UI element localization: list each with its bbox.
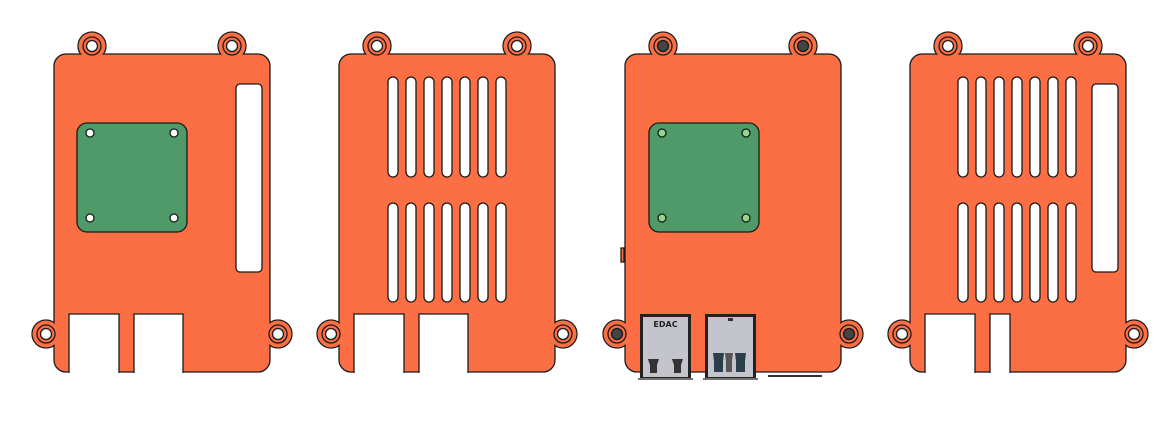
vent-slot [993,76,1005,178]
vent-slot [1011,202,1023,303]
fan-screw-hole [741,128,751,138]
vent-slot [1065,76,1077,178]
mounting-hole [796,39,810,53]
vent-slot [1047,76,1059,178]
usb-contact [648,359,659,373]
vent-slot [993,202,1005,303]
vent-slot [975,76,987,178]
fan-mount-pad [648,122,760,233]
connector-cutout [353,313,405,373]
port-contact [725,353,733,372]
fan-screw-hole [169,128,179,138]
vent-slot [477,202,489,303]
mounting-hole [324,327,338,341]
gpio-slot [1091,83,1119,273]
mounting-hole [510,39,524,53]
vent-slot [975,202,987,303]
vent-slot [957,76,969,178]
mounting-hole [39,327,53,341]
vent-slot [423,202,435,303]
gpio-slot [235,83,263,273]
mounting-hole [610,327,624,341]
plate-vented-with-slot [887,31,1149,373]
fan-screw-hole [85,128,95,138]
mounting-hole [1127,327,1141,341]
connector-cutout [989,313,1011,373]
mounting-hole [941,39,955,53]
port-contact [735,353,746,372]
vent-slot [1065,202,1077,303]
mounting-hole [271,327,285,341]
vent-slot [405,76,417,178]
fan-screw-hole [741,213,751,223]
plate-top-with-fan-mount [31,31,293,373]
vent-slot [1029,202,1041,303]
mounting-hole [556,327,570,341]
vent-slot [387,76,399,178]
vent-slot [387,202,399,303]
vent-slot [495,76,507,178]
connector-cutout [68,313,120,373]
mounting-hole [85,39,99,53]
vent-slot [957,202,969,303]
usb-label: EDAC [653,320,677,329]
connector-cutout [924,313,976,373]
vent-slot [495,202,507,303]
fan-screw-hole [657,213,667,223]
usb-contact [672,359,683,373]
port-contact [713,353,724,372]
mounting-hole [1081,39,1095,53]
mounting-hole [895,327,909,341]
vent-slot [423,76,435,178]
plate-vented [316,31,578,373]
side-tab [620,247,625,263]
mounting-hole [656,39,670,53]
connector-cutout [133,313,184,373]
connector-cutout [418,313,469,373]
vent-slot [441,202,453,303]
vent-slot [459,202,471,303]
vent-slot [477,76,489,178]
vent-slot [1047,202,1059,303]
vent-slot [441,76,453,178]
fan-mount-pad [76,122,188,233]
led-indicator [728,318,733,321]
vent-slot [1011,76,1023,178]
fan-screw-hole [169,213,179,223]
plate-underside-with-ports: EDAC [602,31,864,380]
fan-screw-hole [85,213,95,223]
vent-slot [1029,76,1041,178]
vent-slot [459,76,471,178]
mounting-hole [370,39,384,53]
mounting-hole [225,39,239,53]
fan-screw-hole [657,128,667,138]
vent-slot [405,202,417,303]
mounting-hole [842,327,856,341]
